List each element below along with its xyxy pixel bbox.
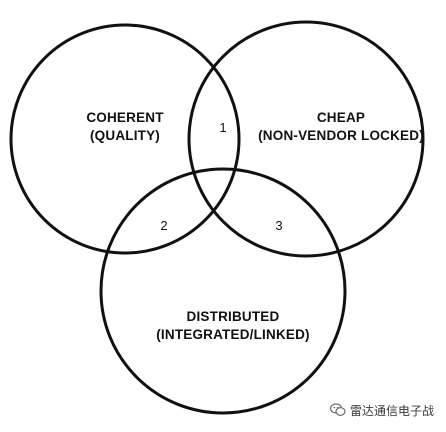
intersection-label-3: 3 [275, 218, 283, 233]
set-subtitle-cheap: (NON-VENDOR LOCKED) [258, 128, 424, 143]
set-title-coherent: COHERENT [86, 110, 164, 125]
wechat-icon [330, 403, 346, 416]
set-label-cheap: CHEAP (NON-VENDOR LOCKED) [256, 109, 426, 145]
set-subtitle-coherent: (QUALITY) [89, 128, 161, 143]
set-subtitle-distributed: (INTEGRATED/LINKED) [156, 327, 310, 342]
circle-coherent [9, 23, 241, 255]
set-title-distributed: DISTRIBUTED [186, 309, 280, 324]
set-label-distributed: DISTRIBUTED (INTEGRATED/LINKED) [148, 308, 318, 344]
circle-cheap [187, 20, 425, 258]
watermark-text: 雷达通信电子战 [350, 403, 435, 418]
circle-distributed [99, 167, 347, 415]
intersection-label-1: 1 [219, 120, 227, 135]
intersection-label-2: 2 [160, 218, 168, 233]
set-label-coherent: COHERENT (QUALITY) [60, 109, 190, 145]
set-title-cheap: CHEAP [316, 110, 366, 125]
watermark: 雷达通信电子战 [330, 400, 434, 420]
